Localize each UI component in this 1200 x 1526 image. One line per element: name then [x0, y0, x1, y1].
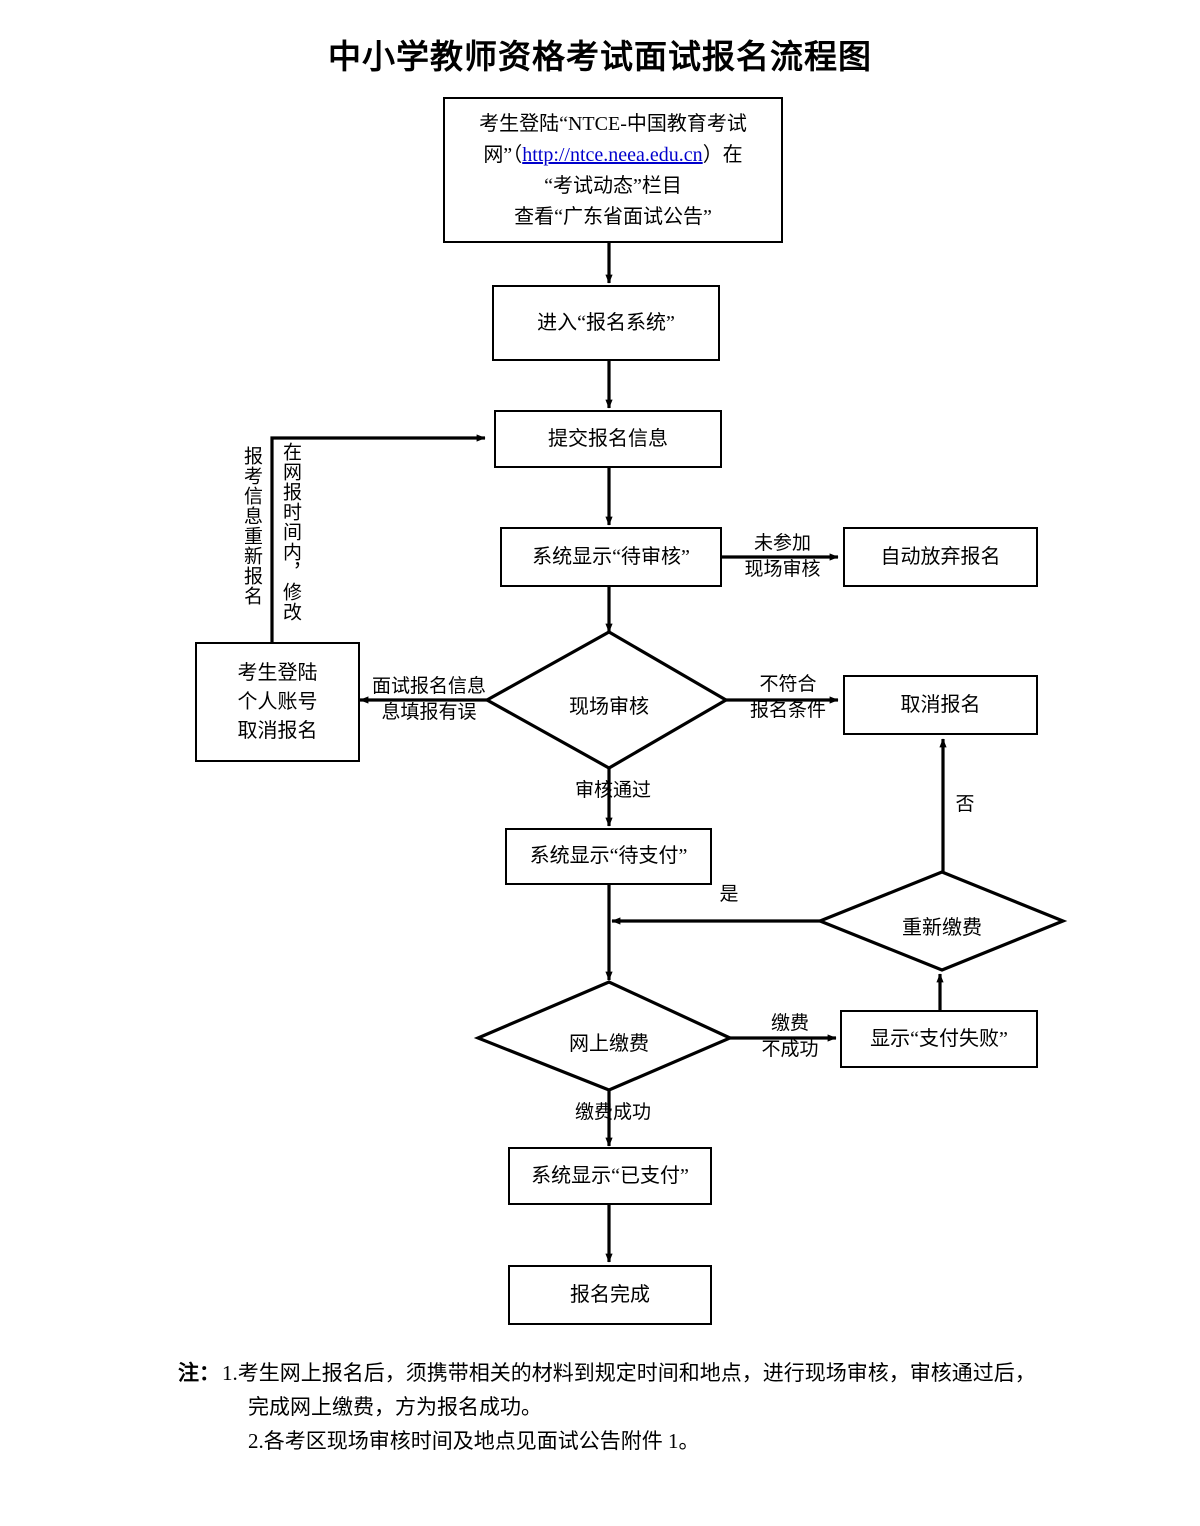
- notes-row: 注： 1.考生网上报名后，须携带相关的材料到规定时间和地点，进行现场审核，审核通…: [178, 1356, 1078, 1458]
- edge-label-info-error: 面试报名信息 息填报有误: [371, 676, 486, 723]
- label-onsite-review: 现场审核: [569, 696, 649, 718]
- node-start: 考生登陆“NTCE-中国教育考试 网”（http://ntce.neea.edu…: [443, 97, 783, 243]
- diamond-repay: [815, 870, 1068, 972]
- start-line-3: “考试动态”栏目: [544, 175, 682, 197]
- login-cancel-line-3: 取消报名: [237, 719, 318, 742]
- edge-label-not-qualified: 不符合 报名条件: [749, 674, 826, 721]
- note-item-2: 2.各考区现场审核时间及地点见面试公告附件 1。: [248, 1429, 700, 1454]
- footer-notes: 注： 1.考生网上报名后，须携带相关的材料到规定时间和地点，进行现场审核，审核通…: [178, 1356, 1078, 1458]
- note-item-1-line-2: 完成网上缴费，方为报名成功。: [248, 1395, 542, 1420]
- node-paid: 系统显示“已支付”: [508, 1147, 712, 1205]
- start-line-1: 考生登陆“NTCE-中国教育考试: [479, 113, 747, 135]
- login-cancel-line-2: 个人账号: [237, 690, 318, 713]
- node-cancel-registration: 取消报名: [843, 675, 1038, 735]
- notes-body: 1.考生网上报名后，须携带相关的材料到规定时间和地点，进行现场审核，审核通过后，…: [222, 1356, 1078, 1458]
- edge-label-repay-no: 否: [955, 794, 975, 815]
- vertical-label-reapply: 报考信息重新报名: [241, 446, 262, 606]
- label-online-payment: 网上缴费: [569, 1033, 649, 1055]
- notes-label: 注：: [178, 1361, 220, 1385]
- edge-label-payment-success: 缴费成功: [574, 1102, 651, 1123]
- ntce-url-link[interactable]: http://ntce.neea.edu.cn: [522, 144, 703, 166]
- node-auto-give-up: 自动放弃报名: [843, 527, 1038, 587]
- node-payment-failed: 显示“支付失败”: [840, 1010, 1038, 1068]
- start-line-2: 网”（http://ntce.neea.edu.cn）在: [483, 144, 743, 166]
- edge-label-review-passed: 审核通过: [574, 780, 651, 801]
- edge-label-payment-failed: 缴费 不成功: [761, 1013, 819, 1060]
- node-pending-review: 系统显示“待审核”: [500, 527, 722, 587]
- node-registration-done: 报名完成: [508, 1265, 712, 1325]
- label-repay: 重新缴费: [902, 917, 982, 939]
- edge-label-not-attend-onsite: 未参加 现场审核: [744, 533, 821, 580]
- node-pending-payment: 系统显示“待支付”: [505, 828, 712, 885]
- edge-feedback-to-submit: [270, 434, 486, 642]
- start-line-4: 查看“广东省面试公告”: [514, 206, 712, 228]
- node-enter-system: 进入“报名系统”: [492, 285, 720, 361]
- diamond-onsite-review: [483, 630, 730, 770]
- page-title: 中小学教师资格考试面试报名流程图: [328, 40, 872, 76]
- node-submit-info: 提交报名信息: [494, 410, 722, 468]
- vertical-label-modify-window: 在网报时间内，修改: [280, 442, 301, 622]
- edge-label-repay-yes: 是: [719, 884, 739, 905]
- login-cancel-line-1: 考生登陆: [237, 661, 318, 684]
- note-item-1-line-1: 1.考生网上报名后，须携带相关的材料到规定时间和地点，进行现场审核，审核通过后，: [222, 1361, 1036, 1385]
- node-login-cancel: 考生登陆 个人账号 取消报名: [195, 642, 360, 762]
- diamond-online-payment: [473, 980, 734, 1092]
